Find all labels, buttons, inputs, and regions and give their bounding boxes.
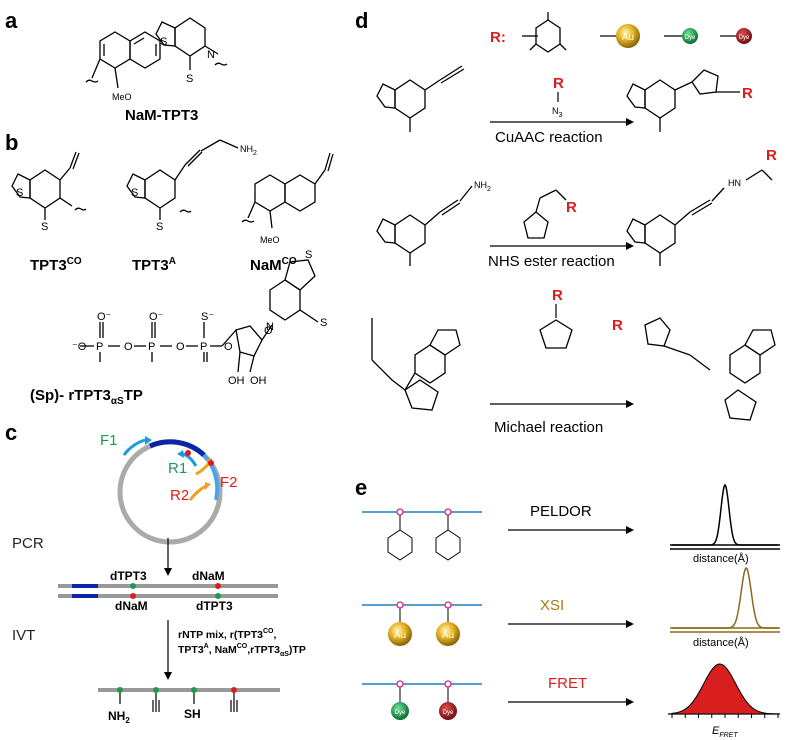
ivt-step-label: IVT [12,627,35,644]
nh2-label: NH2 [240,144,257,157]
r-group: R [553,75,564,92]
primer-f2-label: F2 [220,474,238,491]
o-minus: O⁻ [149,311,164,323]
namco-structure: MeO [241,152,334,245]
r-group: R [612,317,623,334]
nh2-label: NH2 [108,709,130,725]
n-atom: N [266,321,274,333]
r-group-label: R: [490,29,506,46]
maleimide [539,319,573,349]
cuaac-product [626,69,740,132]
michael-reactant [371,318,461,411]
pcr-product [58,583,278,599]
green-dye-icon: Dye [664,28,698,44]
s-atom: S [305,249,312,261]
reaction-label: CuAAC reaction [495,129,603,146]
svg-text:Au: Au [622,32,634,43]
tpt3co-label: TPT3CO [30,256,82,274]
tpt3a-structure: NH2 S S [126,139,257,233]
rna-product [98,687,280,712]
insert-segment [148,439,206,457]
azide-label: N3 [552,106,563,119]
primer-f1-label: F1 [100,432,118,449]
p-atom: P [148,341,155,353]
o-atom: O [264,325,273,337]
oh-label: OH [250,375,267,387]
nam-tpt3-label: NaM-TPT3 [125,107,198,124]
primer-r2-label: R2 [170,487,189,504]
ivt-conditions-1: rNTP mix, r(TPT3CO, [178,628,277,641]
reaction-label: Michael reaction [494,419,603,436]
panel-label-c: c [5,420,17,445]
tpt3-structure [155,17,228,70]
s-atom: S [16,187,23,199]
nhs-product [626,169,773,266]
namco-label: NaMCO [250,256,297,274]
o-atom: O [224,341,233,353]
o-atom: O [124,341,133,353]
nh2-label: NH2 [474,180,491,193]
svg-text:Dye: Dye [739,35,750,41]
pcr-step-label: PCR [12,535,44,552]
o-minus: ⁻O [72,341,87,353]
insert-light [202,453,220,501]
s-minus: S⁻ [201,311,214,323]
dnam-label: dNaM [115,599,148,613]
nam-tpt3-pair: MeO S S N [85,17,228,102]
panel-label-b: b [5,130,18,155]
michael-product [644,317,776,421]
dtpt3-label: dTPT3 [110,569,147,583]
svg-text:Dye: Dye [685,35,696,41]
red-dye-icon: Dye [720,28,752,44]
ivt-conditions-2: TPT3A, NaMCO,rTPT3αS)TP [178,643,306,658]
primer-r1-label: R1 [168,460,187,477]
s-atom: S [186,73,193,85]
s-atom: S [160,36,167,48]
cuaac-reactant [376,65,465,132]
tpt3a-label: TPT3A [132,256,176,274]
s-atom: S [41,221,48,233]
nitroxide-icon [522,12,567,53]
p-atom: P [96,341,103,353]
oh-label: OH [228,375,245,387]
panel-label-e: e [355,475,367,500]
nhs-reactant [376,185,473,266]
s-atom: S [131,187,138,199]
r-group: R [566,199,577,216]
n-atom: N [207,49,215,61]
rtpt3-triphosphate-structure: ⁻O P O⁻ O P O⁻ O P S⁻ O O N S S OH OH [72,249,327,387]
hn-label: HN [728,178,741,188]
panel-label-d: d [355,8,368,33]
r-group: R [742,85,753,102]
nhs-ester [523,189,567,239]
p-atom: P [200,341,207,353]
s-atom: S [156,221,163,233]
gold-nanoparticle-icon: Au [600,24,640,48]
tpt3co-structure: S S [11,151,87,233]
panel-label-a: a [5,8,18,33]
rtpt3-label: (Sp)- rTPT3αSTP [30,387,143,407]
reaction-label: NHS ester reaction [488,253,615,270]
nam-structure [85,31,161,89]
o-atom: O [176,341,185,353]
meo-label: MeO [260,235,280,245]
sh-label: SH [184,707,201,721]
r-group: R [552,287,563,304]
plasmid-diagram [117,436,223,545]
r-group: R [766,147,777,164]
o-minus: O⁻ [97,311,112,323]
dtpt3-label: dTPT3 [196,599,233,613]
meo-label: MeO [112,92,132,102]
s-atom: S [320,317,327,329]
dnam-label: dNaM [192,569,225,583]
